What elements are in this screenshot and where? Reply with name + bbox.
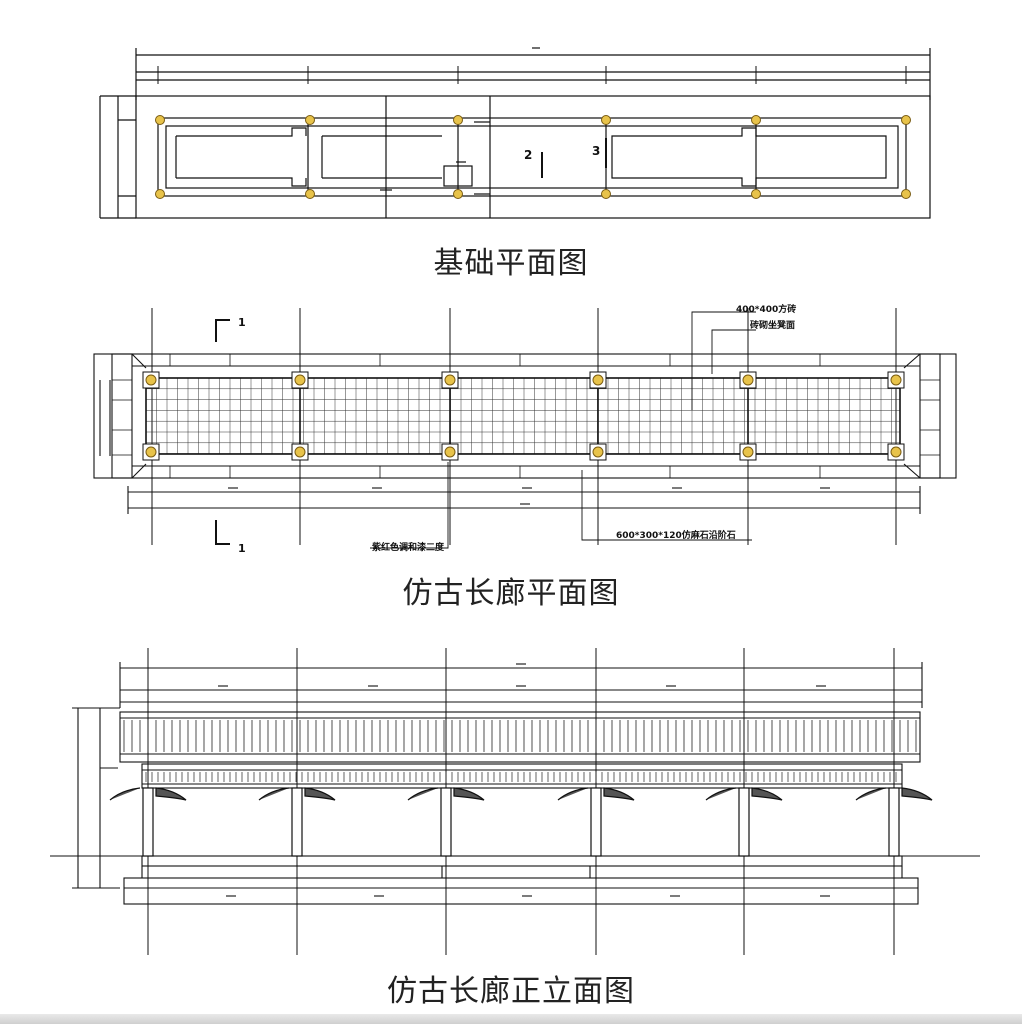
- foundation-plan: [99, 47, 931, 219]
- floor-tile-grid: [145, 377, 900, 454]
- section-markers: [215, 319, 230, 545]
- elevation-columns: [109, 787, 933, 857]
- foundation-plan-caption: 基础平面图: [433, 246, 589, 281]
- note-tile-1: 400*400方砖: [736, 303, 796, 315]
- lattice-band: [145, 772, 897, 782]
- note-stone: 600*300*120仿麻石沿阶石: [616, 529, 736, 541]
- note-tile-2: 砖砌坐凳面: [750, 319, 795, 331]
- leader-lines: [370, 311, 756, 549]
- roof-tiles: [123, 720, 917, 752]
- section-mark-bottom: 1: [238, 542, 246, 555]
- foundation-column-dots: [155, 115, 911, 199]
- corridor-elevation: [50, 648, 980, 955]
- note-paint: 紫红色调和漆二度: [372, 541, 445, 553]
- corridor-elevation-caption: 仿古长廊正立面图: [387, 974, 635, 1009]
- section-mark-top: 1: [238, 316, 246, 329]
- foundation-mark-2: 2: [524, 148, 532, 162]
- corridor-plan-caption: 仿古长廊平面图: [402, 576, 620, 611]
- corridor-plan-borders: [145, 377, 901, 455]
- window-bottom-bar: [0, 1014, 1022, 1024]
- foundation-mark-3: 3: [592, 144, 600, 158]
- corridor-plan-columns: [142, 371, 905, 461]
- corridor-plan: [93, 308, 957, 545]
